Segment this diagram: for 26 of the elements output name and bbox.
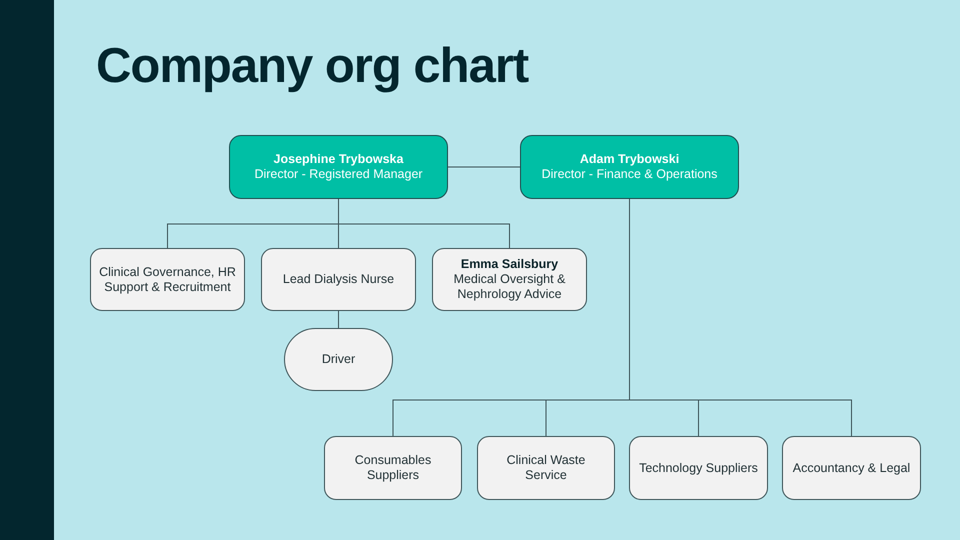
role-title: Clinical Waste Service (506, 453, 586, 483)
role-box (90, 248, 245, 311)
person-name: Josephine Trybowska (274, 152, 404, 167)
connector-line (448, 166, 520, 168)
role-title: Lead Dialysis Nurse (282, 272, 394, 287)
role-title: Accountancy & Legal (792, 460, 910, 476)
role-title: Consumables Suppliers (354, 453, 432, 483)
role-title: Clinical Governance, HR Support & Recruitment (99, 264, 236, 294)
person-name: Emma Sailsbury (460, 257, 558, 272)
person-name: Adam Trybowski (580, 152, 680, 167)
role-title: Medical Oversight & Nephrology Advice (452, 272, 566, 302)
director-box (520, 135, 739, 199)
role-box (629, 436, 768, 500)
role-title: Director - Registered Manager (254, 167, 423, 182)
director-box (229, 135, 448, 199)
title: Company org chart (96, 38, 528, 95)
role-title: Driver (322, 352, 356, 367)
connector-line (338, 310, 339, 328)
role-title: Director - Finance & Operations (542, 167, 718, 182)
role-title: Technology Suppliers (639, 460, 758, 476)
role-box (782, 436, 921, 500)
role-box (432, 248, 587, 311)
connector-line (338, 198, 510, 248)
role-box (324, 436, 462, 500)
role-box (477, 436, 615, 500)
role-box (261, 248, 416, 311)
